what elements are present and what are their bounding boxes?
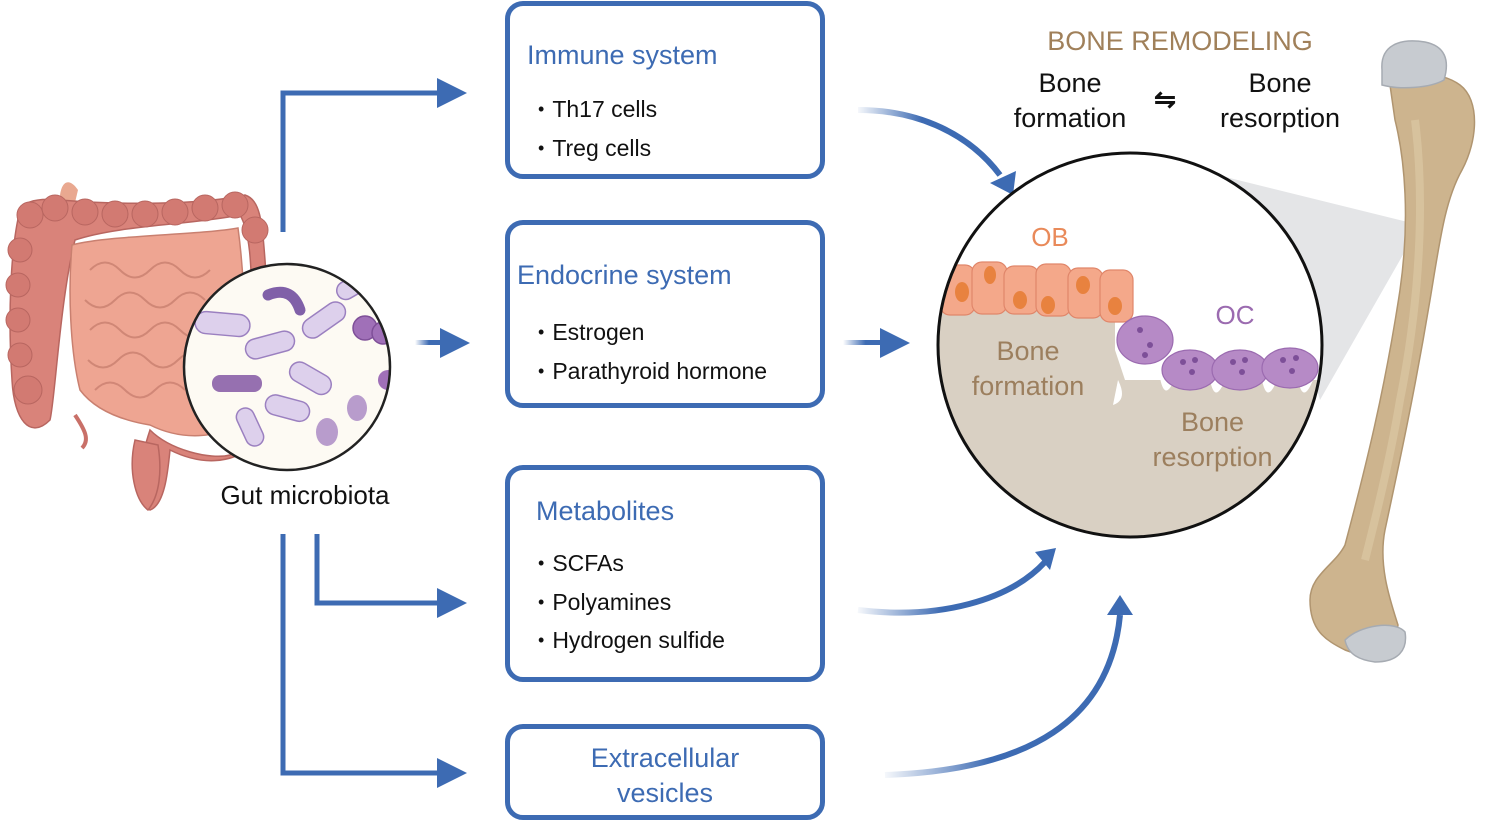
label-line: Bone [1180,407,1245,437]
label-line: resorption [1219,103,1341,133]
inset-bone-resorption-label: Bone resorption [1140,405,1285,475]
femur-icon [1309,40,1476,663]
connector-endocrine-to-bone [843,340,888,345]
arrowhead-metabolites [437,588,467,618]
connector-vesicles [280,534,440,776]
pathway-item: Estrogen [538,313,767,352]
arrowhead-immune [437,78,467,108]
arrowhead-vesicles [437,758,467,788]
microbiota-magnifier-icon [182,262,392,472]
curve-metabolites-to-bone [857,559,1048,616]
pathway-item: SCFAs [538,544,725,583]
pathway-item: Treg cells [538,129,657,168]
pathway-title: Immune system [527,40,718,70]
pathway-box-endocrine: Endocrine system Estrogen Parathyroid ho… [505,220,825,408]
connector-endocrine [415,340,443,345]
bone-remodeling-heading: BONE REMODELING [1047,26,1313,56]
osteoblast-label: OB [1031,222,1069,252]
pathway-items: Th17 cells Treg cells [538,90,657,167]
pathway-title-line: vesicles [616,778,714,808]
curve-immune-to-bone [857,107,1003,177]
label-line: Bone [1248,68,1312,98]
label-line: resorption [1152,442,1273,472]
arrowhead-metabolites-to-bone [1035,548,1056,570]
arrowhead-endocrine-to-bone [880,328,910,358]
pathway-box-vesicles: Extracellular vesicles [505,724,825,820]
pathway-item: Polyamines [538,583,725,622]
equilibrium-arrows-icon: ⇋ [1154,84,1176,114]
pathway-item: Th17 cells [538,90,657,129]
source-label: Gut microbiota [220,480,390,510]
curve-vesicles-to-bone [884,614,1123,778]
header-bone-formation: Bone formation [995,66,1145,136]
pathway-title: Metabolites [536,496,675,526]
label-line: Bone [1038,68,1102,98]
label-line: formation [971,371,1085,401]
pathway-title: Extracellular vesicles [510,741,820,811]
header-bone-resorption: Bone resorption [1200,66,1360,136]
arrowhead-vesicles-to-bone [1107,595,1133,615]
bone-remodeling-inset [936,151,1324,539]
pathway-item: Hydrogen sulfide [538,621,725,660]
arrowhead-immune-to-bone [990,171,1016,195]
pathway-items: SCFAs Polyamines Hydrogen sulfide [538,544,725,660]
pathway-title-line: Extracellular [590,743,740,773]
pathway-box-immune: Immune system Th17 cells Treg cells [505,1,825,179]
label-line: formation [1013,103,1127,133]
intestine-icon [5,182,271,512]
arrowhead-endocrine [440,328,470,358]
label-line: Bone [996,336,1060,366]
inset-bone-formation-label: Bone formation [958,334,1098,404]
osteoclast-label: OC [1215,300,1255,330]
pathway-item: Parathyroid hormone [538,352,767,391]
pathway-box-metabolites: Metabolites SCFAs Polyamines Hydrogen su… [505,465,825,682]
pathway-items: Estrogen Parathyroid hormone [538,313,767,390]
pathway-title: Endocrine system [517,260,732,290]
connector-immune [280,90,440,232]
connector-metabolites [314,534,440,606]
